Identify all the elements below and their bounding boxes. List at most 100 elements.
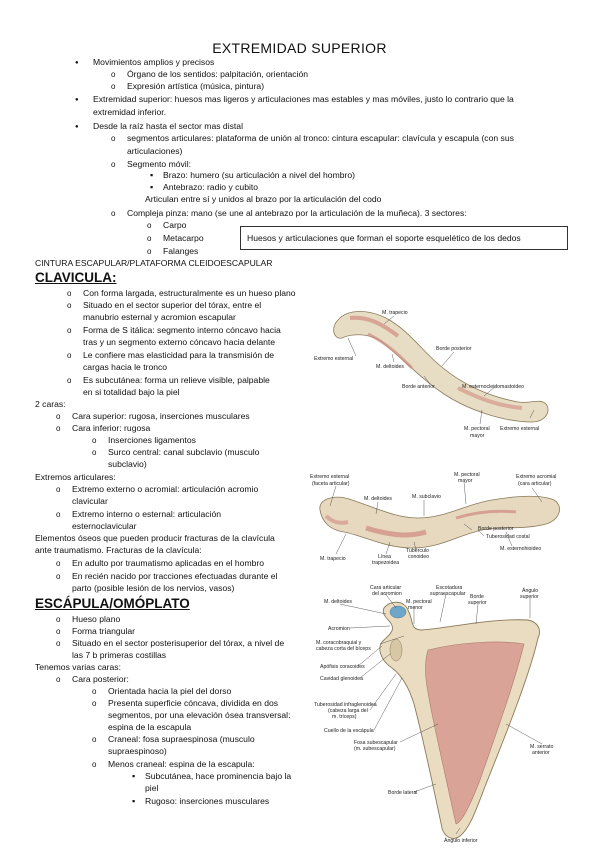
lbl-borde-posterior-2: Borde posterior	[478, 526, 514, 532]
lbl-m-subescapular: (m. subescapular)	[354, 746, 396, 752]
clav-fract-rn-cont: parto (posible lesión de los nervios, va…	[72, 583, 235, 593]
lbl-borde: Borde	[470, 594, 484, 600]
scapula-figure: Cara articular del acromion Escotadura s…	[310, 584, 566, 846]
lbl-faceta-articular: (faceta articular)	[312, 481, 350, 487]
intro-metacarpo: Metacarpo	[147, 233, 203, 244]
clav-bullet-5-cont: en si totalidad bajo la piel	[83, 387, 180, 397]
lbl-cabeza-corta: cabeza corta del bíceps	[316, 646, 371, 652]
clav-extremo-ext: Extremo externo o acromial: articulación…	[56, 484, 258, 495]
esc-bullet-2: Forma triangular	[56, 626, 135, 637]
esc-rugoso: Rugoso: inserciones musculares	[132, 796, 269, 807]
intro-bullet-2: Extremidad superior: huesos mas ligeros …	[75, 94, 514, 106]
page-title: EXTREMIDAD SUPERIOR	[212, 40, 387, 56]
esc-bullet-3-cont: las 7 b primeras costillas	[72, 650, 167, 660]
lbl-supraescapular: supraescapular	[430, 591, 466, 597]
lbl-mayor-2: mayor	[458, 478, 473, 484]
lbl-tuberosidad-costal: Tuberosidad costal	[486, 534, 530, 540]
lbl-tuberosidad-infraglenoidea: Tuberosidad infraglenoidea	[314, 702, 377, 708]
clav-surco: Surco central: canal subclavio (musculo	[92, 447, 259, 458]
lbl-anterior: anterior	[532, 750, 550, 756]
clav-bullet-2: Situado en el sector superior del tórax,…	[67, 300, 261, 311]
lbl-m-trapecio-1: M. trapecio	[382, 310, 408, 316]
intro-sub-2: Expresión artística (música, pintura)	[111, 81, 264, 92]
clav-surco-cont: subclavio)	[108, 459, 147, 469]
lbl-m-pectoral-2: M. pectoral	[454, 472, 480, 478]
intro-sub-3: segmentos articulares: plataforma de uni…	[111, 133, 514, 144]
clav-caras: 2 caras:	[35, 399, 66, 409]
esc-bullet-1: Hueso plano	[56, 614, 120, 625]
heading-clavicula: CLAVICULA:	[35, 270, 117, 285]
lbl-extremo-acromial: Extremo acromial	[516, 474, 556, 480]
lbl-m-deltoides-1: M. deltoides	[376, 364, 404, 370]
lbl-m-esternocleidomastoideo: M. esternocleidomastoideo	[462, 384, 524, 390]
lbl-m-trapecio-2: M. trapecio	[320, 556, 346, 562]
lbl-cara-articular-acromion: Cara articular	[370, 585, 401, 591]
lbl-angulo-superior: superior	[520, 594, 539, 600]
lbl-m-subclavio: M. subclavio	[412, 494, 441, 500]
lbl-m-triceps: m. tríceps)	[332, 714, 357, 720]
clav-fract-adulto: En adulto por traumatismo aplicadas en e…	[56, 558, 264, 569]
lbl-m-deltoides-2: M. deltoides	[364, 496, 392, 502]
intro-item-brazo: Brazo: humero (su articulación a nivel d…	[150, 170, 355, 181]
clav-bullet-1: Con forma largada, estructuralmente es u…	[67, 288, 296, 299]
lbl-extremo-esternal-2: Extremo esternal	[500, 426, 539, 432]
lbl-apofisis-coracoides: Apófisis coracoides	[320, 664, 365, 670]
lbl-mayor-1: mayor	[470, 433, 485, 439]
esc-subcutanea-cont: piel	[145, 783, 159, 793]
lbl-cara-articular: (cara articular)	[518, 481, 552, 487]
lbl-fosa-subescapular: Fosa subescapular	[354, 740, 398, 746]
lbl-extremo-esternal-3: Extremo esternal	[310, 474, 349, 480]
lbl-cabeza-larga: (cabeza larga del	[328, 708, 368, 714]
clav-fract-2: ante traumatismo. Fracturas de la clavíc…	[35, 545, 202, 555]
clavicle-superior-figure: M. trapecio Extremo esternal M. deltoide…	[308, 298, 560, 454]
clav-cara-inf: Cara inferior: rugosa	[56, 423, 150, 434]
esc-presenta-cont2: espina de la escapula	[108, 722, 192, 732]
intro-sub-1: Órgano de los sentidos: palpitación, ori…	[111, 69, 308, 80]
clav-bullet-4: Le confiere mas elasticidad para la tran…	[67, 350, 274, 361]
lbl-angulo: Ángulo	[522, 587, 538, 594]
lbl-conoideo: conoideo	[408, 554, 429, 560]
intro-falanges: Falanges	[147, 246, 199, 257]
note-box: Huesos y articulaciones que forman el so…	[240, 226, 568, 250]
lbl-borde-anterior-1: Borde anterior	[402, 384, 435, 390]
esc-bullet-3: Situado en el sector posterisuperior del…	[56, 638, 284, 649]
clav-extremo-int: Extremo interno o esternal: articulación	[56, 509, 221, 520]
intro-bullet-3: Desde la raíz hasta el sector mas distal	[75, 121, 243, 133]
esc-presenta: Presenta superficie cóncava, dividida en…	[92, 698, 278, 709]
lbl-linea: Línea	[378, 554, 391, 560]
lbl-cavidad-glenoidea: Cavidad glenoidea	[320, 676, 363, 682]
intro-articulan: Articulan entre sí y unidos al brazo por…	[145, 194, 382, 204]
lbl-escotadura: Escotadura	[436, 585, 462, 591]
clav-extremos: Extremos articulares:	[35, 472, 116, 482]
esc-caras: Tenemos varias caras:	[35, 662, 121, 672]
lbl-m-serrato: M. serrato	[530, 744, 553, 750]
clav-fract-1: Elementos óseos que pueden producir frac…	[35, 533, 275, 543]
intro-sub-4: Segmento móvil:	[111, 159, 191, 170]
clav-bullet-4-cont: cargas hacia le tronco	[83, 362, 168, 372]
intro-carpo: Carpo	[147, 220, 187, 231]
lbl-extremo-esternal-1: Extremo esternal	[314, 356, 353, 362]
intro-bullet-1: Movimientos amplios y precisos	[75, 57, 214, 69]
clav-cara-sup: Cara superior: rugosa, inserciones muscu…	[56, 411, 250, 422]
intro-sub-5: Compleja pinza: mano (se une al antebraz…	[111, 208, 467, 219]
clav-fract-rn: En recién nacido por tracciones efectuad…	[56, 571, 277, 582]
heading-escapula: ESCÁPULA/OMÓPLATO	[35, 596, 190, 611]
lbl-m-esternohioideo: M. esternohioideo	[500, 546, 541, 552]
esc-subcutanea: Subcutánea, hace prominencia bajo la	[132, 771, 291, 782]
clav-extremo-int-cont: esternoclavicular	[72, 521, 137, 531]
lbl-del-acromion: del acromion	[372, 591, 402, 597]
lbl-m-coracobraquial: M. coracobraquial y	[316, 640, 362, 646]
clav-inserciones: Inserciones ligamentos	[92, 435, 196, 446]
clav-bullet-5: Es subcutánea: forma un relieve visible,…	[67, 375, 270, 386]
intro-bullet-2-cont: extremidad inferior.	[93, 107, 167, 117]
esc-craneal-cont: supraespinoso)	[108, 746, 167, 756]
lbl-m-pectoral-1: M. pectoral	[464, 426, 490, 432]
lbl-acromion: Acromion	[328, 626, 350, 632]
lbl-angulo-inferior: Ángulo inferior	[444, 837, 478, 844]
intro-item-antebrazo: Antebrazo: radio y cubito	[150, 182, 258, 193]
section-cintura: CINTURA ESCAPULAR/PLATAFORMA CLEIDOESCAP…	[35, 258, 273, 268]
clavicle-inferior-figure: Extremo esternal (faceta articular) M. p…	[306, 470, 568, 570]
esc-cara-post: Cara posterior:	[56, 674, 129, 685]
esc-menos-craneal: Menos craneal: espina de la escapula:	[92, 759, 255, 770]
lbl-m-deltoides-3: M. deltoides	[324, 599, 352, 605]
